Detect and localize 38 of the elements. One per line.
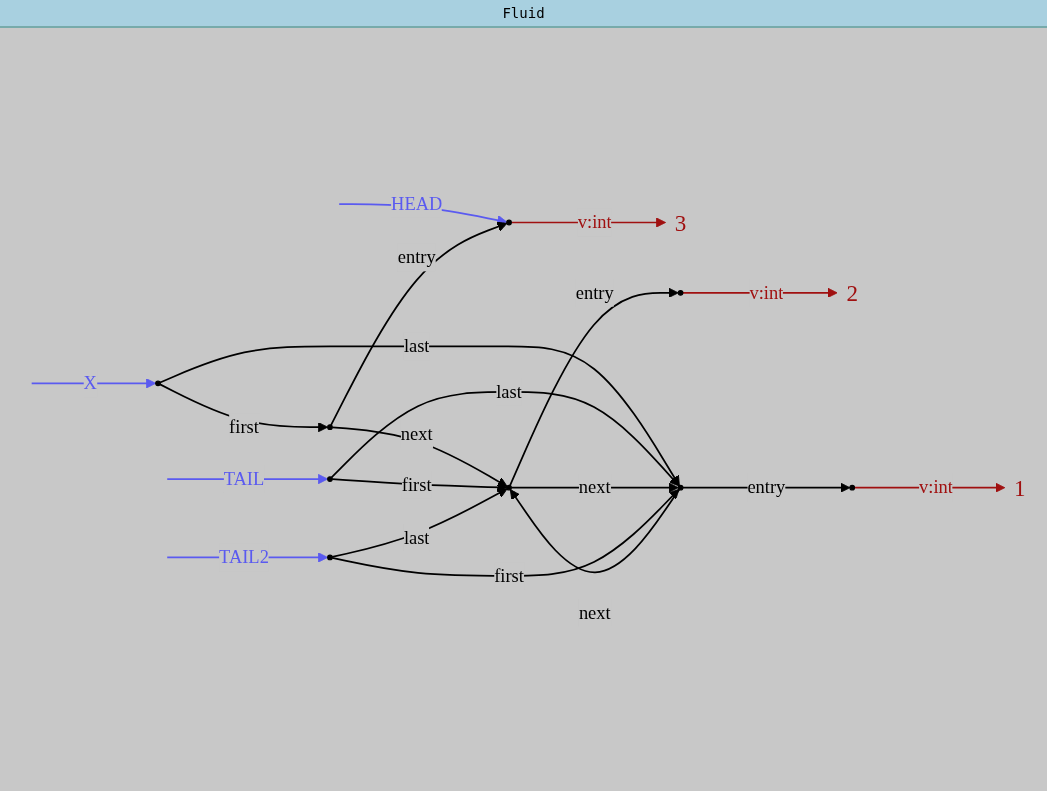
edge-label: entry [746, 476, 785, 497]
edge-label: entry [575, 282, 614, 302]
arrow [508, 287, 679, 487]
edge-label: TAIL [223, 468, 264, 488]
edge-label: v:int [918, 476, 953, 497]
node-circle [677, 289, 683, 296]
edge-label: HEAD [390, 193, 442, 213]
edge-label: next [400, 423, 433, 443]
node-circle [677, 484, 683, 491]
node-circle [505, 219, 512, 225]
node-circle [154, 380, 161, 386]
edge-label: first [228, 416, 259, 436]
edge-label: last [403, 335, 429, 356]
node-circle [848, 484, 855, 491]
edge-label: v:int [577, 211, 612, 232]
edge-label: v:int [748, 282, 783, 302]
edge-label: last [403, 527, 429, 547]
edge-label: entry [397, 246, 436, 267]
node-circle [326, 423, 333, 430]
edge-label: last [495, 381, 522, 401]
node-circle [326, 475, 333, 482]
edge-label: TAIL2 [218, 546, 269, 567]
edge-label: next [578, 601, 611, 622]
edge-label: next [578, 476, 611, 497]
node-circle [326, 554, 333, 560]
node-text: 1 [1013, 474, 1026, 500]
window-title: Fluid [502, 5, 545, 21]
edge-label: first [493, 565, 524, 585]
edge-label: first [401, 474, 432, 494]
node-text: 2 [845, 279, 858, 306]
node-text: 3 [674, 209, 686, 235]
arrow [509, 488, 680, 573]
arrow [30, 377, 156, 388]
arrow [330, 488, 679, 577]
arrow [329, 221, 507, 426]
edge-label: X [83, 372, 97, 393]
node-circle [505, 484, 512, 491]
arrow [330, 487, 507, 558]
